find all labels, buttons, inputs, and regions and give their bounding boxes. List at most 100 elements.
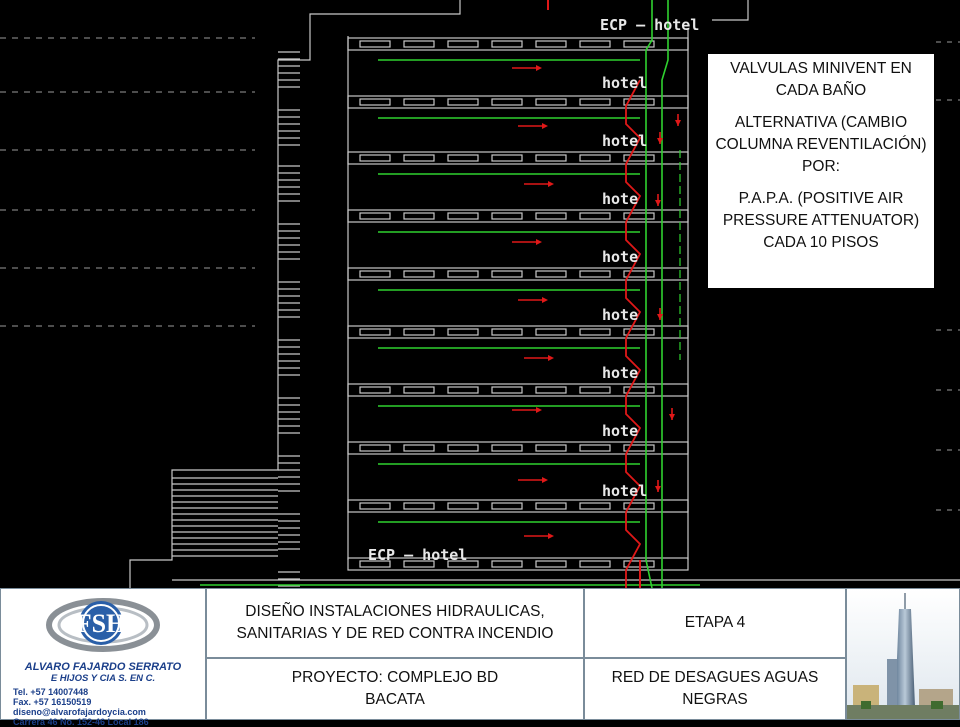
slab-window (579, 154, 611, 162)
floor-label: hote (602, 364, 638, 382)
slab-window (491, 212, 523, 220)
building-photo (847, 589, 959, 719)
slab-window (535, 98, 567, 106)
slab-window (535, 386, 567, 394)
company-logo: FSH (46, 598, 160, 652)
slab-window (491, 502, 523, 510)
slab-window (359, 40, 391, 48)
company-name-2: E HIJOS Y CIA S. EN C. (50, 673, 156, 684)
logo-cell: FSH ALVARO FAJARDO SERRATO E HIJOS Y CIA… (0, 588, 206, 727)
floor-slab (347, 37, 689, 51)
slab-window (579, 386, 611, 394)
floor-label: hote (602, 190, 638, 208)
company-address: Carrera 46 No. 152-46 Local 186 (13, 717, 149, 727)
stage-label: ETAPA 4 (684, 614, 746, 631)
slab-window (579, 502, 611, 510)
slab-window (579, 40, 611, 48)
slab-window (579, 328, 611, 336)
vent-stack (661, 0, 669, 588)
floor-slab (347, 209, 689, 223)
flow-arrow-head (548, 355, 554, 361)
floor-slab (347, 557, 689, 571)
flow-arrow-head (542, 123, 548, 129)
vertical-arrow-head (655, 486, 661, 492)
flow-arrow-head (536, 407, 542, 413)
company-fax: Fax. +57 16150519 (13, 697, 92, 707)
ecp-top-label: ECP — hotel (600, 16, 699, 34)
slab-window (403, 502, 435, 510)
slab-window (447, 444, 479, 452)
slab-window (535, 270, 567, 278)
slab-window (359, 560, 391, 568)
slab-window (535, 502, 567, 510)
slab-window (491, 560, 523, 568)
slab-window (491, 270, 523, 278)
project-title: DISEÑO INSTALACIONES HIDRAULICAS, SANITA… (236, 603, 554, 642)
vertical-arrow-head (675, 120, 681, 126)
floor-label: hote (602, 248, 638, 266)
vent-stack (645, 0, 653, 588)
floor-label: hote (602, 422, 638, 440)
slab-window (447, 212, 479, 220)
slab-window (535, 40, 567, 48)
building-outline-top-right (712, 0, 749, 21)
slab-window (491, 154, 523, 162)
slab-window (403, 154, 435, 162)
slab-window (403, 328, 435, 336)
slab-window (535, 212, 567, 220)
slab-window (403, 386, 435, 394)
slab-window (579, 98, 611, 106)
floor-label: hotel (602, 74, 647, 92)
slab-window (359, 98, 391, 106)
svg-text:FSH: FSH (76, 609, 127, 638)
slab-window (447, 98, 479, 106)
slab-window (447, 40, 479, 48)
slab-window (579, 270, 611, 278)
project-name-line1: PROYECTO: COMPLEJO BD (291, 669, 499, 686)
flow-arrow-head (542, 297, 548, 303)
slab-window (447, 328, 479, 336)
slab-window (623, 270, 655, 278)
title-block: FSH ALVARO FAJARDO SERRATO E HIJOS Y CIA… (0, 588, 960, 727)
flow-arrow-head (542, 477, 548, 483)
floor-slab (347, 95, 689, 109)
slab-window (579, 444, 611, 452)
slab-window (535, 154, 567, 162)
project-name-line2: BACATA (365, 691, 425, 708)
note-minivent: VALVULAS MINIVENT EN CADA BAÑO (730, 60, 912, 99)
slab-window (447, 560, 479, 568)
stage-cell: ETAPA 4 (584, 588, 846, 658)
company-tel: Tel. +57 14007448 (13, 687, 89, 697)
slab-window (447, 502, 479, 510)
floor-label: hote (602, 306, 638, 324)
building-outline-left (129, 0, 461, 588)
note-alternative: ALTERNATIVA (CAMBIO COLUMNA REVENTILACIÓ… (715, 114, 927, 175)
slab-window (623, 40, 655, 48)
slab-window (403, 270, 435, 278)
slab-window (579, 560, 611, 568)
slab-window (359, 502, 391, 510)
slab-window (359, 270, 391, 278)
company-email: diseno@alvarofajardoycia.com (13, 707, 146, 717)
slab-window (491, 386, 523, 394)
slab-window (403, 212, 435, 220)
vertical-arrow-head (657, 314, 663, 320)
slab-window (359, 212, 391, 220)
vertical-arrow-head (657, 138, 663, 144)
slab-window (403, 40, 435, 48)
slab-window (447, 386, 479, 394)
slab-window (359, 386, 391, 394)
slab-window (359, 328, 391, 336)
project-title-cell: DISEÑO INSTALACIONES HIDRAULICAS, SANITA… (206, 588, 584, 658)
network-cell: RED DE DESAGUES AGUAS NEGRAS (584, 658, 846, 720)
building-photo-cell (846, 588, 960, 720)
flow-arrow-head (536, 65, 542, 71)
network-label: RED DE DESAGUES AGUAS NEGRAS (611, 669, 819, 708)
vertical-arrow-head (669, 414, 675, 420)
drain-stack (625, 79, 642, 588)
note-box: VALVULAS MINIVENT EN CADA BAÑO ALTERNATI… (708, 54, 934, 288)
note-papa: P.A.P.A. (POSITIVE AIR PRESSURE ATTENUAT… (722, 190, 920, 251)
floor-slab (347, 325, 689, 339)
slab-window (535, 444, 567, 452)
floor-slab (347, 441, 689, 455)
